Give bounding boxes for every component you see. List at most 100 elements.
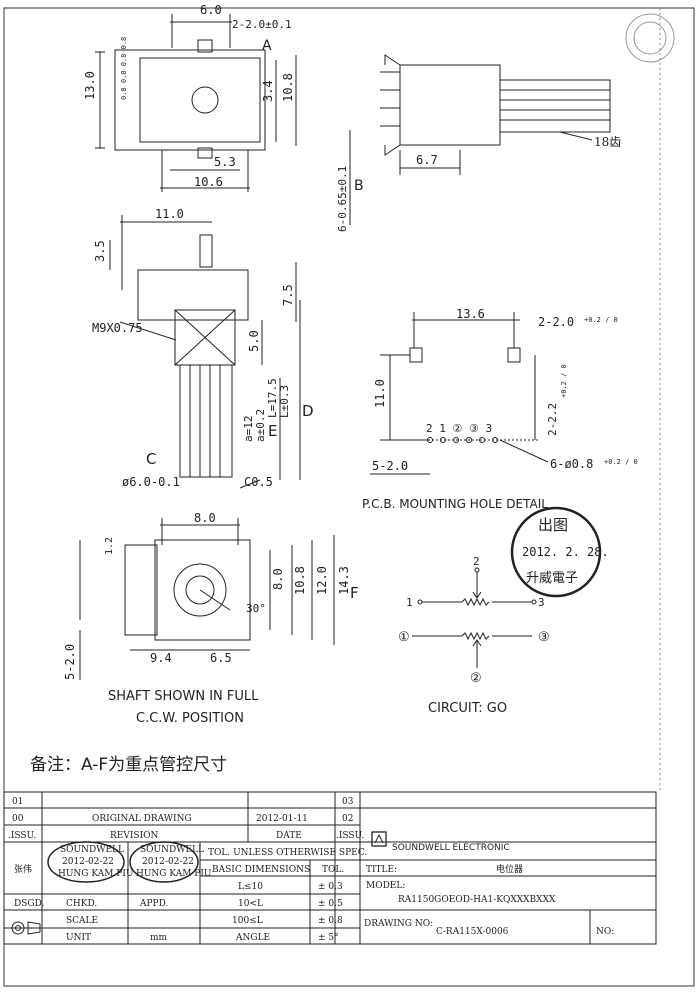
dim-front-a-tol: a±0.2 <box>254 409 267 442</box>
dim-side-6-7: 6.7 <box>416 153 438 167</box>
dim-top-width: 6.0 <box>200 3 222 17</box>
dsgd-label: DSGD. <box>14 899 44 909</box>
dim-top-10-8: 10.8 <box>281 73 295 102</box>
side-view: 6.7 18齿 B 6-0.65±0.1 <box>336 54 621 232</box>
title-value: 电位器 <box>496 863 523 875</box>
projection-symbol-icon <box>11 921 41 935</box>
rev-original-drawing: ORIGINAL DRAWING <box>92 814 192 824</box>
circuit-pin-2-circled: ② <box>470 671 482 686</box>
dim-bottom-8-0: 8.0 <box>194 511 216 525</box>
front-view: 11.0 3.5 7.5 M9X0.75 5.0 L=17.5 L±0.3 a=… <box>92 207 314 489</box>
dim-pcb-5-2-0: 5-2.0 <box>372 459 408 473</box>
label-E: E <box>268 422 277 440</box>
circuit-pin-1: 1 <box>406 596 413 609</box>
bottom-view-outer-circle <box>173 563 227 617</box>
shaft-caption-line1: SHAFT SHOWN IN FULL <box>108 689 259 704</box>
dim-front-chamfer: C0.5 <box>244 475 273 489</box>
dim-front-diameter: ø6.0-0.1 <box>122 475 180 489</box>
pcb-pin-numbers: 2 1 ② ③ 3 <box>426 422 492 435</box>
tol-row1-value: ± 0.3 <box>318 882 343 892</box>
dim-bottom-12-0: 12.0 <box>315 566 329 595</box>
model-value: RA1150GOEOD-HA1-KQXXXBXXX <box>398 895 556 905</box>
label-C: C <box>146 450 156 468</box>
pcb-pad-right <box>507 347 521 363</box>
unit-label: UNIT <box>66 933 91 943</box>
dim-top-10-6: 10.6 <box>194 175 223 189</box>
label-D: D <box>302 402 314 420</box>
label-A: A <box>262 38 272 54</box>
tol-row3-value: ± 0.8 <box>318 916 343 926</box>
dim-top-pitch: 2-2.0±0.1 <box>232 18 292 31</box>
release-stamp: 出图 2012. 2. 28. 升威電子 <box>510 506 609 598</box>
tol-header: TOL. UNLESS OTHERWISE SPEC. <box>208 848 367 858</box>
circuit-pin-1-circled: ① <box>398 630 410 645</box>
checker-stamp-date: 2012-02-22 <box>62 857 114 867</box>
rev-issu-label-2: .ISSU. <box>336 831 364 841</box>
top-view-tab-bottom <box>197 147 213 159</box>
release-stamp-ring <box>510 506 602 598</box>
label-F: F <box>350 584 359 602</box>
dim-side-pin: 6-0.65±0.1 <box>336 166 349 232</box>
dim-front-thread: M9X0.75 <box>92 321 143 335</box>
rev-00: 00 <box>12 814 24 824</box>
rev-03: 03 <box>342 797 354 807</box>
scale-label: SCALE <box>66 916 98 926</box>
note-text: 备注：A-F为重点管控尺寸 <box>30 755 227 775</box>
resistor-symbol <box>461 597 490 607</box>
label-B: B <box>354 178 364 194</box>
approver-stamp-name: HUNG KAM PIU <box>136 869 212 879</box>
pcb-detail: 13.6 2-2.0 +0.2 / 0 11.0 2-2.2 +0.2 / 0 … <box>362 307 638 511</box>
title-label: TITLE: <box>366 865 397 875</box>
tol-label: TOL. <box>322 865 344 875</box>
release-stamp-top: 出图 <box>538 516 568 534</box>
top-view-body <box>114 49 266 151</box>
dim-pcb-hole: 6-ø0.8 <box>550 457 593 471</box>
tol-row2-range: 10<L <box>238 899 263 909</box>
rev-revision-label: REVISION <box>110 831 159 841</box>
basic-dimensions-label: BASIC DIMENSIONS <box>212 865 310 875</box>
dim-front-7-5: 7.5 <box>281 284 295 306</box>
dim-pcb-2-2-tol: +0.2 / 0 <box>560 364 568 398</box>
pcb-pad-left <box>409 347 423 363</box>
tol-row3-range: 100≤L <box>232 916 263 926</box>
tol-row2-value: ± 0.5 <box>318 899 343 909</box>
top-view-inner <box>139 57 261 143</box>
dim-front-L: L=17.5 <box>266 378 279 418</box>
pcb-detail-title: P.C.B. MOUNTING HOLE DETAIL <box>362 497 548 511</box>
dim-pcb-11-0: 11.0 <box>373 379 387 408</box>
resistor-symbol-2 <box>461 631 490 641</box>
dim-front-3-5: 3.5 <box>93 240 107 262</box>
approver-stamp-date: 2012-02-22 <box>142 857 194 867</box>
dim-pin-labels: 0.8 0.8 0.8 0.8 <box>120 37 128 100</box>
release-stamp-bottom: 升威電子 <box>526 571 578 586</box>
tol-row1-range: L≤10 <box>238 882 263 892</box>
circuit-pin-3: 3 <box>538 596 545 609</box>
dim-front-5-0: 5.0 <box>247 330 261 352</box>
unit-value: mm <box>150 933 168 943</box>
checker-stamp: SOUNDWELL 2012-02-22 HUNG KAM PIU <box>47 841 134 883</box>
dim-bottom-10-8: 10.8 <box>293 566 307 595</box>
title-block-frame <box>3 791 657 945</box>
checker-stamp-top: SOUNDWELL <box>60 845 124 855</box>
dim-bottom-angle: 30° <box>246 602 266 615</box>
rev-issu-label: .ISSU. <box>8 831 36 841</box>
bottom-view-terminals <box>124 544 158 636</box>
dim-bottom-14-3: 14.3 <box>337 566 351 595</box>
top-view: 6.0 2-2.0±0.1 A 13.0 3.4 10.8 5.3 10.6 0… <box>83 3 297 192</box>
company-logo-icon <box>371 831 387 847</box>
shaft-caption-line2: C.C.W. POSITION <box>136 711 244 726</box>
side-view-body <box>399 64 501 146</box>
model-label: MODEL: <box>366 881 405 891</box>
front-view-shaft <box>179 364 233 478</box>
approver-stamp-top: SOUNDWELL <box>140 845 204 855</box>
dim-front-11-0: 11.0 <box>155 207 184 221</box>
rev-02: 02 <box>342 814 353 824</box>
dim-front-a: a=12 <box>242 416 255 443</box>
designer-name: 张伟 <box>14 863 32 875</box>
bottom-view-shaft-circle <box>185 575 215 605</box>
no-label: NO: <box>596 927 614 937</box>
tol-row4-value: ± 5° <box>318 933 339 943</box>
dim-pcb-pad: 2-2.0 <box>538 315 574 329</box>
dim-top-height: 13.0 <box>83 71 97 100</box>
company-name: SOUNDWELL ELECTRONIC <box>392 843 510 853</box>
